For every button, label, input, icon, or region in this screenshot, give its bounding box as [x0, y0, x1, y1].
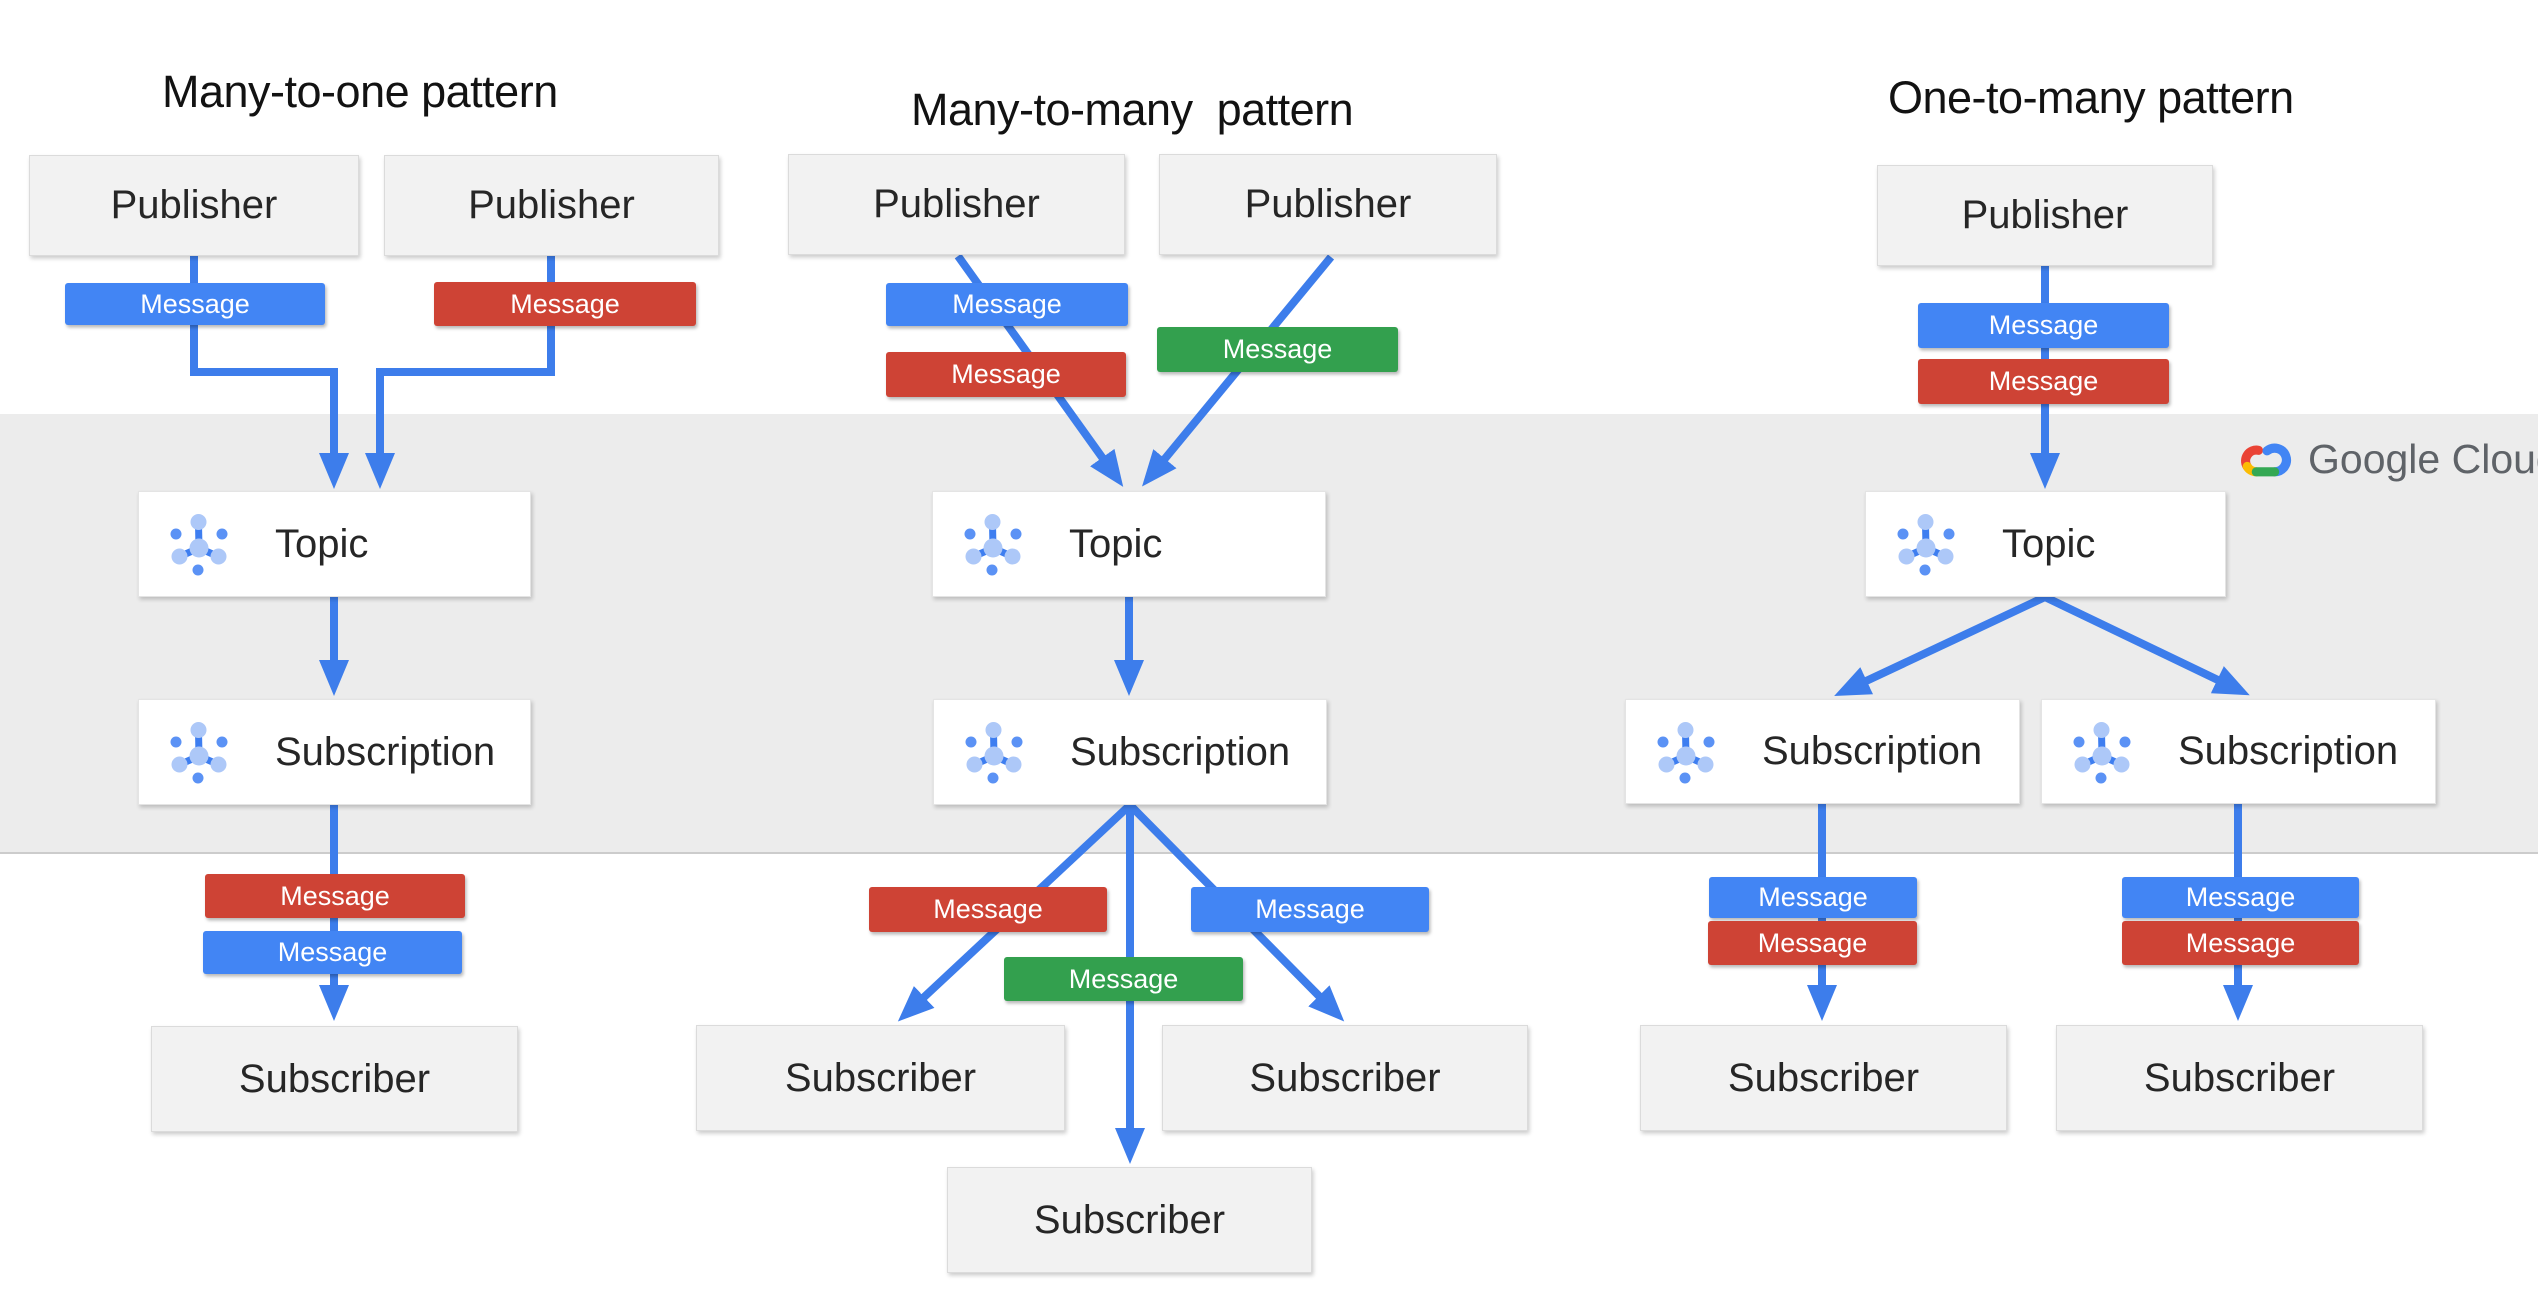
google-cloud-icon [2241, 443, 2291, 476]
subscriber-label: Subscriber [238, 1056, 431, 1101]
message-badge: Message [1709, 877, 1917, 918]
publisher-box: Publisher [1877, 165, 2213, 266]
subscriber-box: Subscriber [151, 1026, 518, 1132]
publisher-box: Publisher [788, 154, 1125, 255]
subscriber-label: Subscriber [1249, 1055, 1441, 1100]
subscriber-box: Subscriber [2056, 1025, 2423, 1131]
publisher-box: Publisher [1159, 154, 1497, 255]
pubsub-icon [169, 720, 229, 784]
subscriber-box: Subscriber [1640, 1025, 2007, 1131]
subscriber-box: Subscriber [947, 1167, 1312, 1273]
subscriber-label: Subscriber [784, 1055, 977, 1100]
pubsub-icon [2072, 720, 2132, 784]
message-badge: Message [1918, 303, 2169, 348]
message-badge: Message [434, 282, 696, 326]
pubsub-icon [1656, 720, 1716, 784]
google-cloud-logo: Google Cloud [2238, 436, 2538, 483]
pattern-title-many-to-many: Many-to-many pattern [911, 84, 1354, 135]
topic-box: Topic [1865, 491, 2226, 597]
message-badge: Message [1708, 921, 1917, 965]
subscription-label: Subscription [1070, 729, 1291, 774]
pattern-title-one-to-many: One-to-many pattern [1888, 72, 2294, 123]
message-badge: Message [1191, 887, 1429, 932]
google-cloud-wordmark: Google Cloud [2308, 436, 2538, 482]
message-badge: Message [203, 931, 462, 974]
publisher-label: Publisher [468, 183, 635, 227]
pubsub-icon [169, 512, 229, 576]
topic-label: Topic [2002, 521, 2096, 566]
message-badge: Message [205, 874, 465, 918]
message-badge: Message [65, 283, 325, 325]
publisher-label: Publisher [110, 183, 278, 227]
subscriber-label: Subscriber [2143, 1055, 2336, 1100]
publisher-label: Publisher [873, 182, 1040, 226]
publisher-label: Publisher [1961, 193, 2129, 237]
publisher-box: Publisher [29, 155, 359, 256]
subscription-label: Subscription [275, 729, 496, 774]
message-badge: Message [869, 887, 1107, 932]
message-badge: Message [1918, 359, 2169, 404]
message-badge: Message [886, 283, 1128, 326]
publisher-label: Publisher [1244, 182, 1412, 226]
subscriber-label: Subscriber [1033, 1197, 1226, 1242]
topic-box: Topic [138, 491, 531, 597]
publisher-box: Publisher [384, 155, 719, 256]
pattern-title-many-to-one: Many-to-one pattern [162, 66, 558, 117]
subscriber-box: Subscriber [696, 1025, 1065, 1131]
subscriber-box: Subscriber [1162, 1025, 1528, 1131]
subscription-box: Subscription [1625, 699, 2020, 804]
message-badge: Message [1004, 957, 1243, 1001]
subscriber-label: Subscriber [1727, 1055, 1920, 1100]
message-badge: Message [1157, 327, 1398, 372]
topic-label: Topic [275, 521, 369, 566]
message-badge: Message [886, 352, 1126, 397]
pubsub-icon [1896, 512, 1956, 576]
subscription-box: Subscription [933, 699, 1327, 805]
message-badge: Message [2122, 877, 2359, 918]
subscription-label: Subscription [1762, 729, 1983, 773]
subscription-box: Subscription [138, 699, 531, 805]
topic-label: Topic [1069, 521, 1163, 566]
subscription-box: Subscription [2041, 699, 2436, 804]
subscription-label: Subscription [2178, 729, 2399, 773]
message-badge: Message [2122, 921, 2359, 965]
pubsub-icon [964, 720, 1024, 784]
topic-box: Topic [932, 491, 1326, 597]
pubsub-icon [963, 512, 1023, 576]
